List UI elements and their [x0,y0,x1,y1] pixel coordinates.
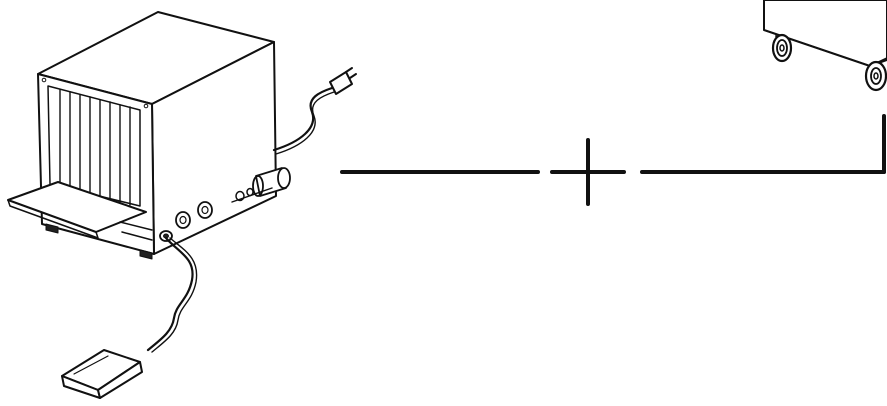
side-connector [252,167,291,197]
cart-caster-left [771,33,793,63]
wheeled-cart-icon [763,0,887,92]
foot-pedal-icon [61,349,143,399]
power-plug-icon [272,67,357,155]
vent-slats [59,89,131,206]
pedal-cable [146,236,198,353]
cart-caster-right [864,60,887,92]
control-unit-illustration [7,11,291,260]
connection-line-right [640,114,886,174]
plus-icon [550,138,626,206]
control-knobs [175,187,254,229]
